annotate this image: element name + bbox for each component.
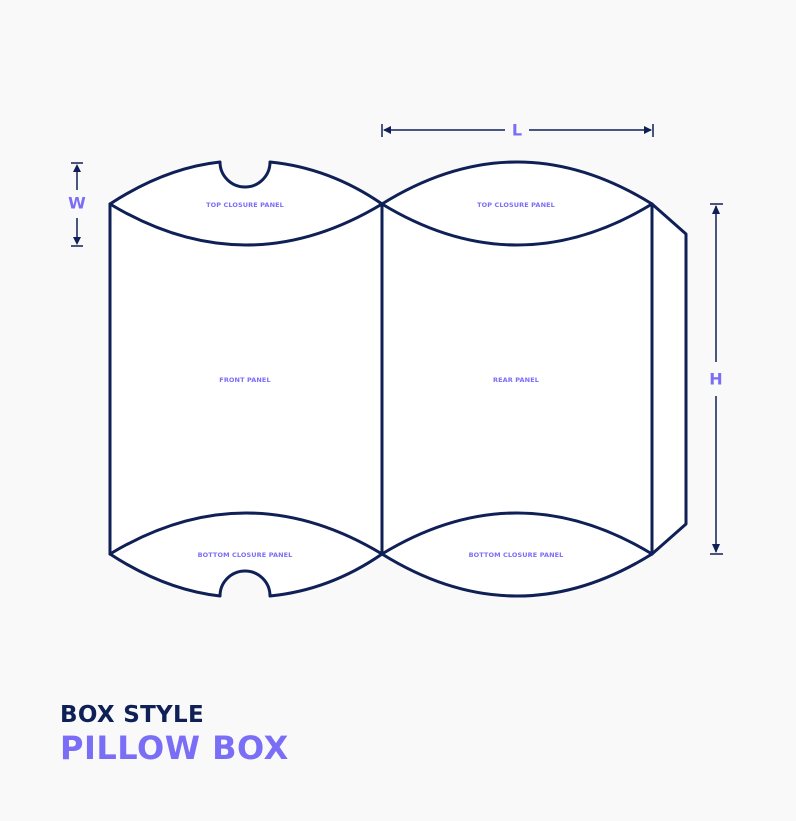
front-bottom-closure-label: BOTTOM CLOSURE PANEL (198, 551, 293, 559)
width-dimension (71, 162, 83, 247)
width-label: W (68, 194, 86, 213)
rear-top-closure-label: TOP CLOSURE PANEL (477, 201, 555, 209)
front-top-closure-label: TOP CLOSURE PANEL (206, 201, 284, 209)
arrow-right-icon (644, 126, 652, 134)
glue-flap (650, 202, 688, 556)
arrow-down-icon (73, 237, 81, 245)
rear-bottom-closure-edge (380, 552, 654, 598)
title-block: BOX STYLE PILLOW BOX (60, 700, 289, 766)
front-bottom-fold (108, 511, 384, 556)
arrow-up-icon (712, 205, 720, 214)
front-top-closure-edge (108, 160, 384, 206)
front-bottom-closure-edge (108, 552, 384, 598)
arrow-up-icon (73, 164, 81, 172)
rear-top-fold (380, 202, 654, 247)
rear-bottom-fold (380, 511, 654, 556)
arrow-down-icon (712, 544, 720, 553)
box-style-heading: BOX STYLE (60, 702, 204, 728)
rear-top-closure-edge (380, 160, 654, 206)
length-dimension (381, 124, 654, 137)
rear-panel-label: REAR PANEL (493, 376, 539, 384)
height-label: H (709, 370, 722, 389)
length-label: L (512, 121, 522, 140)
panel-fills (110, 162, 686, 597)
arrow-left-icon (383, 126, 391, 134)
box-style-name: PILLOW BOX (60, 729, 289, 767)
front-panel-label: FRONT PANEL (219, 376, 270, 384)
rear-bottom-closure-label: BOTTOM CLOSURE PANEL (469, 551, 564, 559)
dieline-strokes (108, 160, 688, 598)
front-top-fold (108, 202, 384, 247)
height-dimension (710, 203, 723, 555)
